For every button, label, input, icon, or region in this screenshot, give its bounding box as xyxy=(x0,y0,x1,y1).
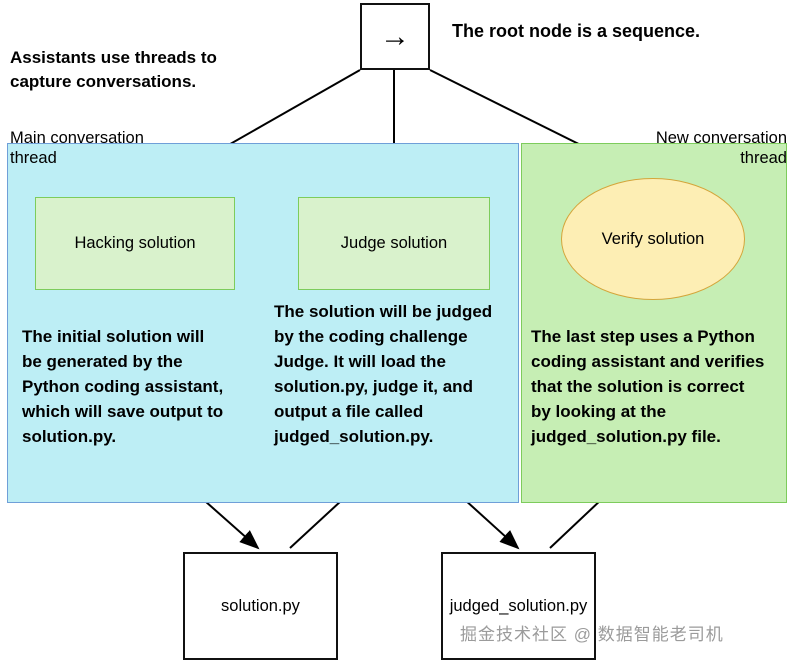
node-judge-solution-label: Judge solution xyxy=(340,234,448,252)
root-node-caption: The root node is a sequence. xyxy=(452,21,701,41)
root-sequence-node[interactable]: → xyxy=(360,3,430,70)
right-arrow-icon: → xyxy=(380,19,410,53)
watermark: 掘金技术社区 @ 数据智能老司机 xyxy=(460,625,724,644)
file-node-solution-py[interactable]: solution.py xyxy=(183,552,338,660)
file-node-solution-py-label: solution.py xyxy=(221,596,300,615)
node-hacking-solution[interactable]: Hacking solution xyxy=(35,197,235,290)
panel-main-conversation-label: Main conversation thread xyxy=(10,129,144,167)
file-node-judged-solution-py[interactable]: judged_solution.py xyxy=(441,552,596,660)
node-hacking-solution-label: Hacking solution xyxy=(74,234,196,252)
file-node-judged-solution-py-label: judged_solution.py xyxy=(449,596,588,615)
panel-new-conversation-label: New conversation thread xyxy=(655,129,787,167)
note-assistants-threads: Assistants use threads to capture conver… xyxy=(10,48,217,91)
note-judge-step: The solution will be judged by the codin… xyxy=(274,302,493,446)
node-verify-solution-label: Verify solution xyxy=(601,229,705,248)
node-judge-solution[interactable]: Judge solution xyxy=(298,197,490,290)
node-verify-solution[interactable]: Verify solution xyxy=(561,178,745,300)
note-initial-solution: The initial solution will be generated b… xyxy=(22,327,224,446)
note-verify-step: The last step uses a Python coding assis… xyxy=(531,327,765,446)
